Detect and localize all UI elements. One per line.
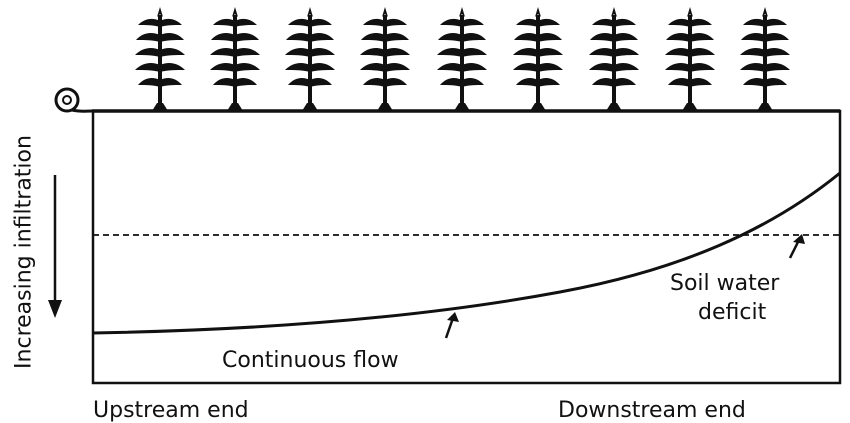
corn-row: [135, 7, 790, 111]
corn-plant-icon: [285, 7, 335, 111]
corn-plant-icon: [210, 7, 260, 111]
corn-plant-icon: [665, 7, 715, 111]
hose-coil-icon: [54, 87, 94, 113]
increasing-infiltration-arrow: [48, 175, 62, 318]
downstream-end-label: Downstream end: [558, 398, 746, 423]
y-axis-label: Increasing infiltration: [11, 135, 37, 369]
corn-plant-icon: [740, 7, 790, 111]
corn-plant-icon: [360, 7, 410, 111]
deficit-label: deficit: [698, 300, 767, 325]
field-box: [91, 109, 842, 385]
continuous-flow-pointer: [444, 312, 459, 339]
corn-plant-icon: [513, 7, 563, 111]
corn-plant-icon: [589, 7, 639, 111]
upstream-end-label: Upstream end: [93, 398, 249, 423]
continuous-flow-label: Continuous flow: [222, 348, 399, 373]
corn-plant-icon: [437, 7, 487, 111]
soil-water-label: Soil water: [670, 271, 780, 296]
soil-water-deficit-pointer: [788, 234, 805, 259]
corn-plant-icon: [135, 7, 185, 111]
continuous-flow-curve: [92, 171, 841, 335]
